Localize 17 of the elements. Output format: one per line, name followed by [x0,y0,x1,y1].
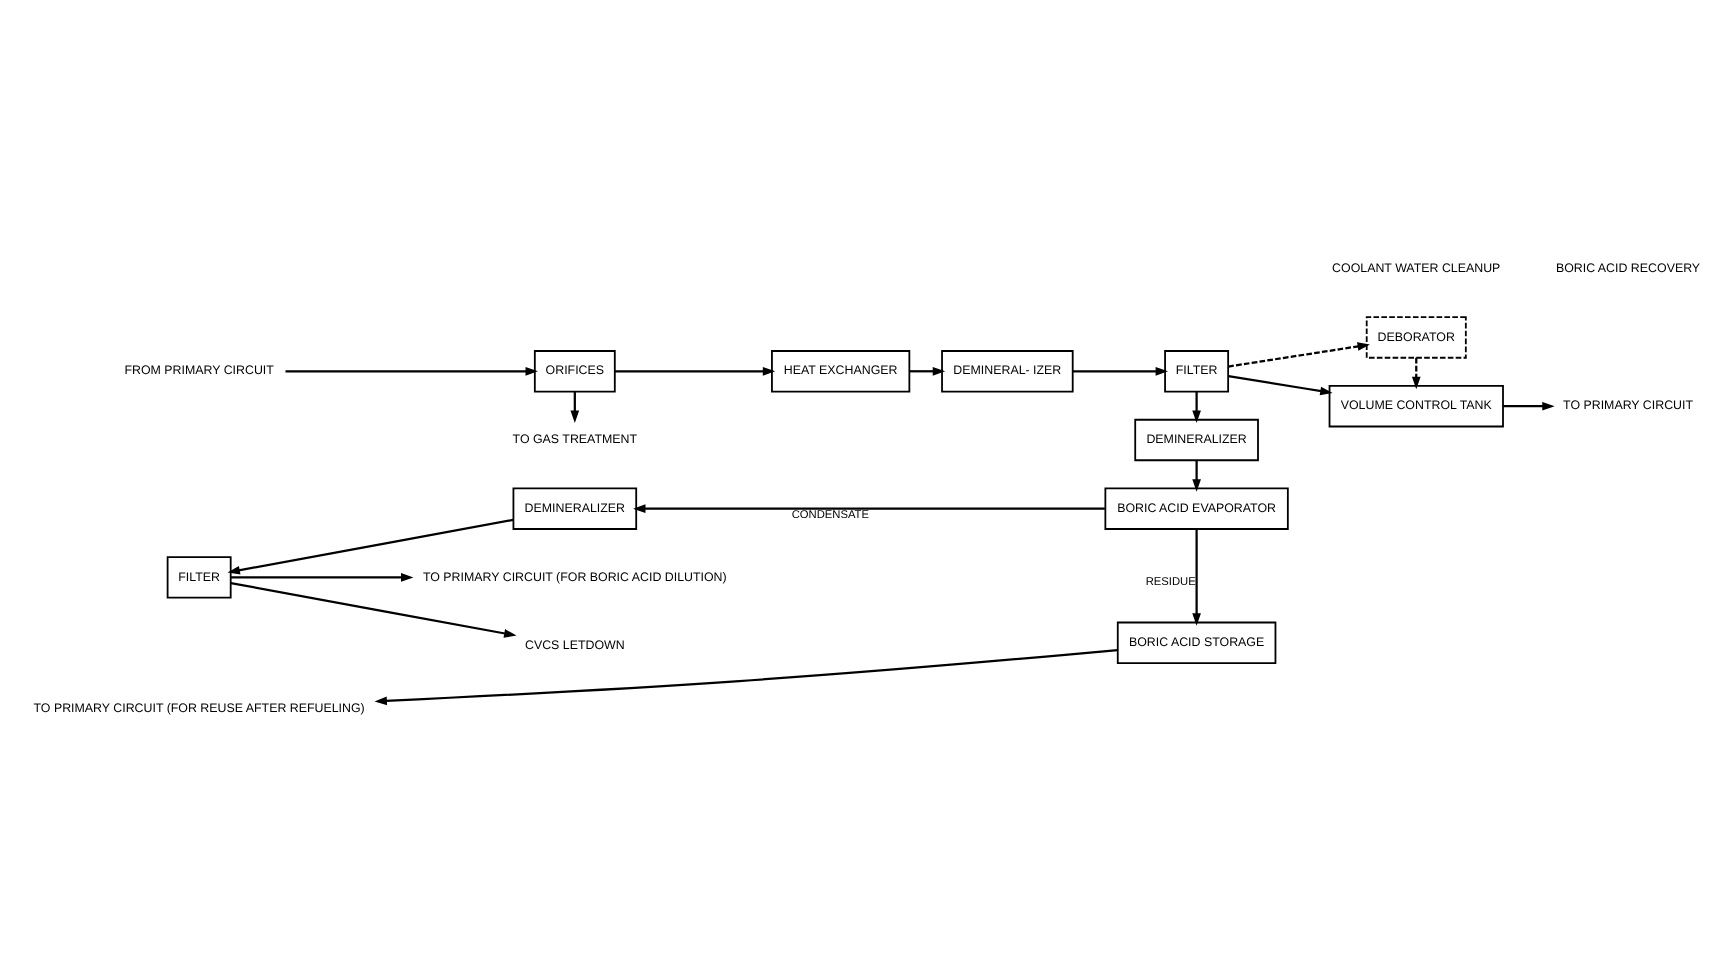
arrow [1072,366,1168,376]
arrow [614,366,776,376]
arrow [1228,342,1370,368]
arrow [227,518,514,575]
arrow [570,391,580,423]
arrow [1503,401,1555,411]
arrow [633,504,1105,514]
arrow [1192,391,1201,423]
arrow [1192,460,1201,492]
arrow [1411,357,1421,390]
arrow [909,366,946,376]
arrow [230,581,517,638]
arrow [1228,375,1333,396]
arrow [285,366,538,376]
arrow [374,648,1118,706]
arrow [1192,529,1201,626]
arrow [230,573,414,582]
